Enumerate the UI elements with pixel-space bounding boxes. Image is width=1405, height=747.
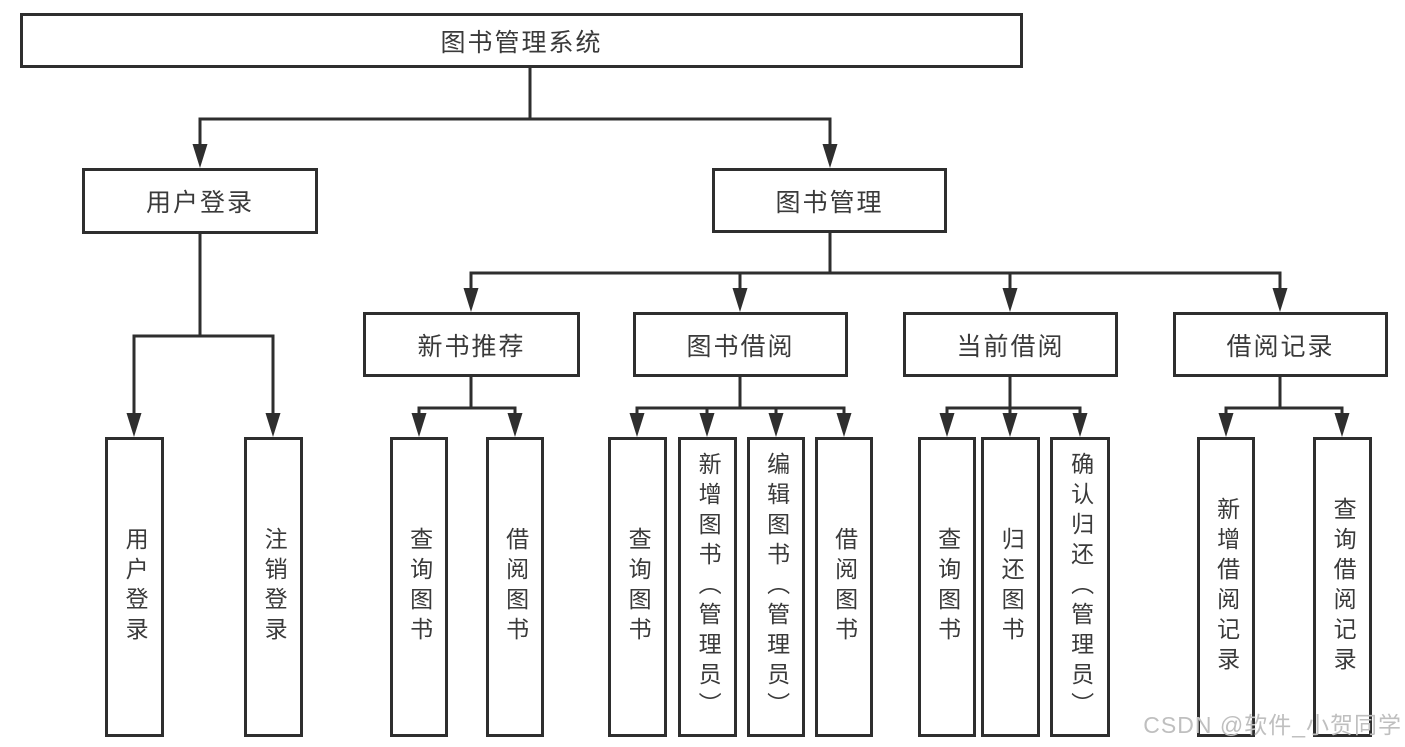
leaf-borrow-edit-books-admin: 编辑图书（管理员） (747, 437, 805, 737)
node-label: 图书管理系统 (440, 28, 603, 57)
arrow-down-icon (939, 413, 955, 437)
node-current-borrow: 当前借阅 (903, 312, 1118, 377)
arrow-down-icon (768, 413, 784, 437)
watermark: CSDN @软件_小贺同学 (1143, 712, 1402, 738)
arrow-down-icon (1072, 413, 1088, 437)
arrow-down-icon (732, 288, 748, 312)
arrow-down-icon (1272, 288, 1288, 312)
leaf-label: 查询图书 (934, 527, 961, 647)
leaf-label: 新增借阅记录 (1213, 497, 1240, 677)
arrow-down-icon (192, 144, 208, 168)
node-root: 图书管理系统 (20, 13, 1023, 68)
node-new-book-recommend: 新书推荐 (363, 312, 580, 377)
leaf-label: 新增图书（管理员） (695, 452, 722, 722)
node-label: 借阅记录 (1226, 332, 1335, 361)
node-user-login: 用户登录 (82, 168, 318, 234)
node-book-borrow: 图书借阅 (633, 312, 848, 377)
connector-newbook-distributor (417, 406, 517, 419)
node-book-management: 图书管理 (712, 168, 947, 233)
leaf-borrow-add-books-admin: 新增图书（管理员） (678, 437, 737, 737)
leaf-label: 注销登录 (261, 527, 288, 647)
leaf-current-confirm-return-admin: 确认归还（管理员） (1050, 437, 1110, 737)
leaf-label: 确认归还（管理员） (1067, 452, 1094, 722)
leaf-user-login: 用户登录 (105, 437, 164, 737)
arrow-down-icon (836, 413, 852, 437)
arrow-down-icon (463, 288, 479, 312)
node-borrow-records: 借阅记录 (1173, 312, 1388, 377)
node-label: 当前借阅 (956, 332, 1065, 361)
connector-current-distributor (945, 406, 1082, 419)
arrow-down-icon (1334, 413, 1350, 437)
arrow-down-icon (822, 144, 838, 168)
leaf-newbook-query-books: 查询图书 (390, 437, 448, 737)
arrowhead-group (126, 144, 1350, 437)
leaf-records-query-record: 查询借阅记录 (1313, 437, 1372, 737)
leaf-label: 用户登录 (122, 527, 149, 647)
leaf-label: 归还图书 (998, 527, 1025, 647)
leaf-borrow-borrow-books: 借阅图书 (815, 437, 873, 737)
node-label: 图书借阅 (686, 332, 795, 361)
leaf-newbook-borrow-books: 借阅图书 (486, 437, 544, 737)
leaf-current-query-books: 查询图书 (918, 437, 976, 737)
connector-level2-distributor (198, 117, 832, 150)
leaf-label: 编辑图书（管理员） (763, 452, 790, 722)
arrow-down-icon (507, 413, 523, 437)
arrow-down-icon (699, 413, 715, 437)
leaf-borrow-query-books: 查询图书 (608, 437, 667, 737)
connector-level3-distributor (469, 271, 1282, 294)
leaf-logout: 注销登录 (244, 437, 303, 737)
arrow-down-icon (126, 413, 142, 437)
leaf-current-return-books: 归还图书 (981, 437, 1040, 737)
arrow-down-icon (1002, 288, 1018, 312)
node-label: 新书推荐 (417, 332, 526, 361)
connector-records-distributor (1224, 406, 1344, 419)
arrow-down-icon (1002, 413, 1018, 437)
leaf-records-add-record: 新增借阅记录 (1197, 437, 1255, 737)
leaf-label: 借阅图书 (502, 527, 529, 647)
leaf-label: 查询图书 (625, 527, 652, 647)
leaf-label: 查询图书 (406, 527, 433, 647)
leaf-label: 查询借阅记录 (1330, 497, 1357, 677)
arrow-down-icon (1218, 413, 1234, 437)
arrow-down-icon (265, 413, 281, 437)
node-label: 图书管理 (775, 188, 884, 217)
node-label: 用户登录 (145, 189, 254, 217)
arrow-down-icon (411, 413, 427, 437)
connector-userlogin-distributor (132, 334, 275, 419)
connector-borrow-distributor (635, 406, 846, 419)
arrow-down-icon (629, 413, 645, 437)
leaf-label: 借阅图书 (831, 527, 858, 647)
